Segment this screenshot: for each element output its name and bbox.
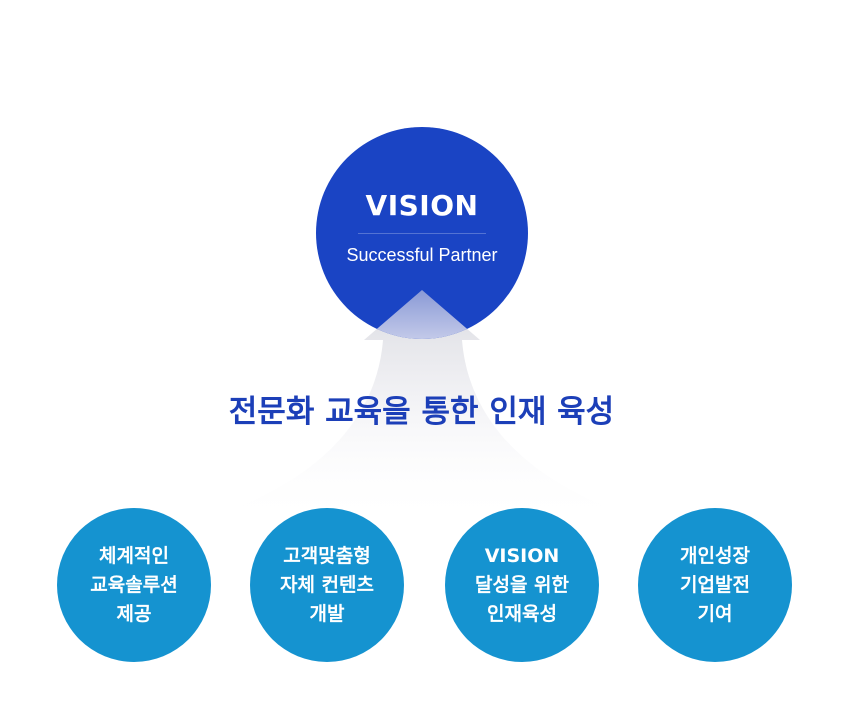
vision-circle: VISION Successful Partner	[316, 127, 528, 339]
goal-line: 개인성장	[680, 544, 750, 567]
goal-line: VISION	[484, 544, 560, 567]
goal-line: 자체 컨텐츠	[279, 573, 374, 596]
goal-line: 교육솔루션	[90, 573, 178, 596]
goal-line: 체계적인	[99, 544, 169, 567]
goal-circle-1: 체계적인 교육솔루션 제공	[57, 508, 211, 662]
vision-subtitle: Successful Partner	[346, 245, 498, 265]
vision-title: VISION	[365, 189, 479, 222]
vision-divider	[358, 233, 486, 234]
goal-circle-2: 고객맞춤형 자체 컨텐츠 개발	[250, 508, 404, 662]
goal-circle-4: 개인성장 기업발전 기여	[638, 508, 792, 662]
goal-line: 기여	[697, 602, 733, 625]
goal-line: 달성을 위한	[474, 573, 569, 596]
goal-text-3: VISION 달성을 위한 인재육성	[475, 542, 569, 629]
headline: 전문화 교육을 통한 인재 육성	[228, 394, 615, 430]
goal-circle-3: VISION 달성을 위한 인재육성	[445, 508, 599, 662]
goal-line: 기업발전	[680, 573, 750, 596]
goal-text-4: 개인성장 기업발전 기여	[680, 542, 750, 629]
goal-line: 인재육성	[487, 602, 557, 625]
goal-text-1: 체계적인 교육솔루션 제공	[90, 542, 177, 629]
goal-line: 제공	[116, 602, 152, 625]
goal-text-2: 고객맞춤형 자체 컨텐츠 개발	[280, 542, 374, 629]
arrow-fan-shape	[180, 290, 665, 525]
arrow-tip-overlay	[365, 290, 479, 339]
goal-line: 고객맞춤형	[283, 544, 371, 567]
goal-line: 개발	[309, 602, 345, 625]
